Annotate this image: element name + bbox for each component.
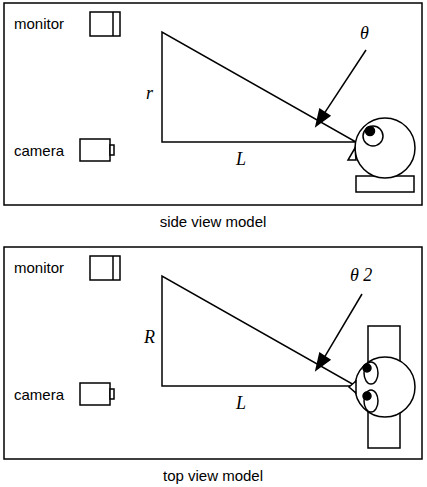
head-side-view <box>348 118 415 192</box>
monitor-symbol <box>90 12 120 36</box>
geometry-triangle <box>162 32 356 142</box>
camera-symbol <box>80 383 114 405</box>
leader-arrow <box>316 50 366 126</box>
part-label: camera <box>14 143 64 158</box>
panel-frame <box>4 3 422 205</box>
part-label: monitor <box>14 16 64 31</box>
panel-caption: side view model <box>160 214 267 229</box>
panel-caption: top view model <box>163 468 263 483</box>
dimension-label: L <box>236 394 246 412</box>
part-label: camera <box>14 387 64 402</box>
panel-frame <box>4 247 422 459</box>
leader-arrow <box>316 294 362 370</box>
dimension-label: R <box>144 328 155 346</box>
monitor-symbol <box>90 256 120 280</box>
camera-symbol <box>80 139 114 161</box>
angle-label: θ 2 <box>350 266 372 284</box>
part-label: monitor <box>14 260 64 275</box>
dimension-label: r <box>146 84 153 102</box>
head-top-view <box>349 326 415 448</box>
geometry-triangle <box>162 276 356 386</box>
angle-label: θ <box>360 24 369 42</box>
dimension-label: L <box>236 150 246 168</box>
